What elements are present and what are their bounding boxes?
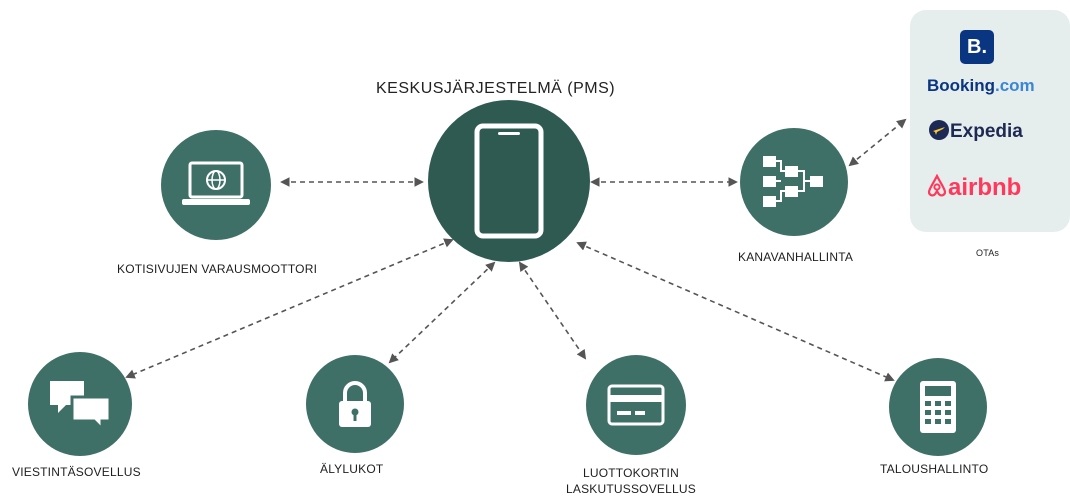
diagram-title: KESKUSJÄRJESTELMÄ (PMS) bbox=[376, 80, 616, 97]
booking-engine-label: KOTISIVUJEN VARAUSMOOTTORI bbox=[117, 262, 318, 276]
expedia-plane-icon bbox=[929, 120, 949, 140]
booking-engine-node bbox=[161, 130, 271, 240]
padlock-icon bbox=[339, 381, 371, 427]
pms-node bbox=[428, 100, 590, 262]
card-billing-label: LUOTTOKORTIN LASKUTUSSOVELLUS bbox=[566, 465, 696, 497]
laptop-globe-icon bbox=[182, 161, 250, 205]
link-card-billing bbox=[518, 261, 587, 360]
messaging-node bbox=[28, 352, 132, 456]
link-smart-locks bbox=[388, 261, 496, 364]
airbnb-logo: airbnb bbox=[926, 173, 1021, 202]
flowchart-icon bbox=[763, 156, 823, 207]
channel-manager-node bbox=[740, 128, 848, 236]
channel-manager-label: KANAVANHALLINTA bbox=[738, 250, 854, 264]
booking-logo-icon: B. bbox=[960, 30, 994, 64]
calculator-icon bbox=[920, 381, 956, 433]
card-billing-label-line1: LUOTTOKORTIN bbox=[582, 466, 679, 480]
expedia-logo: Expedia bbox=[928, 119, 1023, 143]
booking-logo: Booking.com bbox=[927, 76, 1035, 95]
link-ota bbox=[848, 118, 907, 167]
accounting-label: TALOUSHALLINTO bbox=[880, 462, 989, 476]
smartphone-icon bbox=[474, 123, 544, 239]
card-billing-node bbox=[586, 355, 686, 455]
ota-label: OTAs bbox=[976, 248, 1000, 258]
credit-card-icon bbox=[607, 384, 665, 426]
chat-bubbles-icon bbox=[50, 381, 112, 431]
link-accounting bbox=[576, 241, 895, 382]
airbnb-belo-icon bbox=[927, 173, 947, 197]
accounting-node bbox=[889, 358, 987, 456]
smart-locks-label: ÄLYLUKOT bbox=[320, 462, 384, 476]
smart-locks-node bbox=[306, 355, 404, 453]
card-billing-label-line2: LASKUTUSSOVELLUS bbox=[566, 482, 696, 496]
link-messaging bbox=[125, 238, 454, 379]
messaging-label: VIESTINTÄSOVELLUS bbox=[12, 465, 141, 479]
